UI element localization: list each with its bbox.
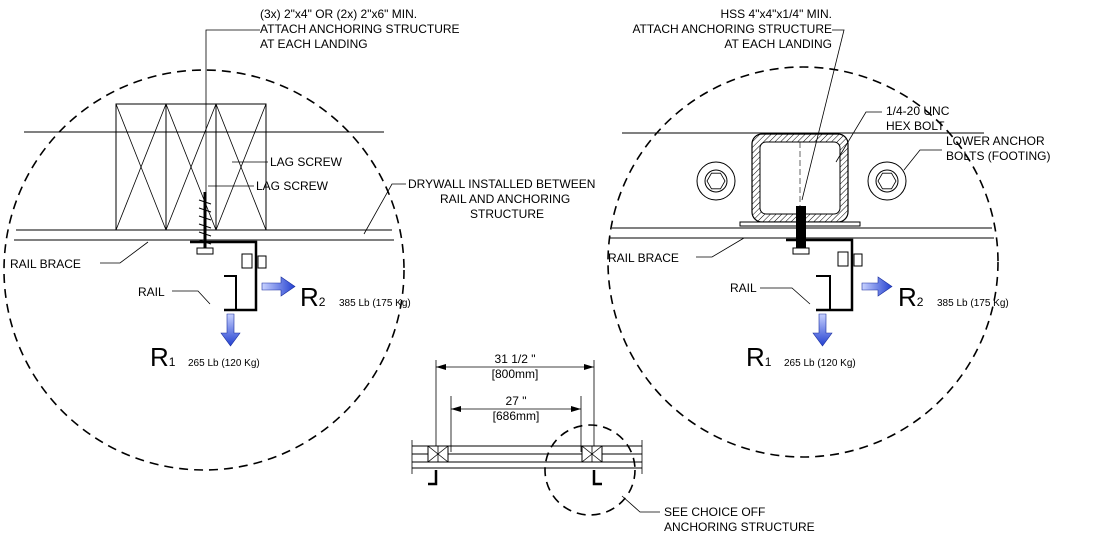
see-choice-note-line2: ANCHORING STRUCTURE: [664, 520, 815, 534]
inner-dimension-metric: [686mm]: [493, 409, 540, 423]
left-rail-brace-label: RAIL BRACE: [10, 257, 81, 271]
right-detail: HSS 4"x4"x1/4" MIN. ATTACH ANCHORING STR…: [607, 7, 1050, 458]
drywall-note-line1: DRYWALL INSTALLED BETWEEN: [408, 177, 595, 191]
see-choice-callout-circle: [544, 424, 636, 516]
right-detail-boundary: [607, 66, 999, 458]
left-rail-label: RAIL: [138, 285, 165, 299]
outer-dimension-value: 31 1/2 ": [495, 352, 536, 366]
see-choice-note-line1: SEE CHOICE OFF: [664, 505, 765, 519]
wood-studs: [115, 103, 267, 231]
left-anchor-bolt-icon: [696, 161, 736, 201]
left-r1-load: 265 Lb (120 Kg): [188, 358, 260, 369]
anchor-note-line1: LOWER ANCHOR: [946, 134, 1045, 148]
wood-note-line2: ATTACH ANCHORING STRUCTURE: [260, 22, 460, 36]
right-r2-reaction: R2: [898, 282, 924, 312]
inner-dimension-value: 27 ": [506, 394, 527, 408]
left-r2-reaction: R2: [300, 282, 326, 312]
drywall-note-line2: RAIL AND ANCHORING: [440, 192, 570, 206]
wood-note-line1: (3x) 2"x4" OR (2x) 2"x6" MIN.: [260, 7, 417, 21]
left-r1-reaction: R1: [150, 342, 176, 372]
lag-screw-icon: [196, 192, 214, 255]
anchor-note-line2: BOLTS (FOOTING): [946, 149, 1050, 163]
r2-force-arrow: [261, 276, 296, 297]
right-r1-reaction: R1: [746, 342, 772, 372]
hss-note-line1: HSS 4"x4"x1/4" MIN.: [721, 7, 832, 21]
lag-screw-label-1: LAG SCREW: [270, 155, 343, 169]
right-stud-icon: [581, 445, 603, 463]
wood-note-line3: AT EACH LANDING: [260, 37, 368, 51]
right-rail-brace-label: RAIL BRACE: [608, 251, 679, 265]
left-stud-icon: [427, 445, 449, 463]
hss-note-line2: ATTACH ANCHORING STRUCTURE: [632, 22, 832, 36]
outer-dimension-metric: [800mm]: [492, 367, 539, 381]
hss-note-line3: AT EACH LANDING: [724, 37, 832, 51]
hex-bolt-icon: [792, 206, 810, 255]
left-r2-load: 385 Lb (175 Kg): [339, 298, 411, 309]
r1-force-arrow: [220, 313, 241, 347]
hss-tube: [751, 133, 849, 223]
rail-bracket: [190, 240, 258, 312]
bolt-note-line2: HEX BOLT: [886, 119, 945, 133]
left-detail: (3x) 2"x4" OR (2x) 2"x6" MIN. ATTACH ANC…: [3, 7, 595, 471]
right-anchor-bolt-icon: [867, 161, 907, 201]
right-r1-load: 265 Lb (120 Kg): [784, 358, 856, 369]
drywall-note-line3: STRUCTURE: [470, 207, 544, 221]
lag-screw-label-2: LAG SCREW: [256, 179, 329, 193]
center-plan-detail: 31 1/2 " [800mm] 27 " [686mm] SEE CHOICE…: [411, 352, 815, 534]
right-rail-label: RAIL: [730, 281, 757, 295]
bracket-bolt-icon: [241, 253, 253, 269]
left-detail-boundary: [3, 69, 405, 471]
right-r2-load: 385 Lb (175 Kg): [937, 298, 1009, 309]
bolt-note-line1: 1/4-20 UNC: [886, 104, 950, 118]
